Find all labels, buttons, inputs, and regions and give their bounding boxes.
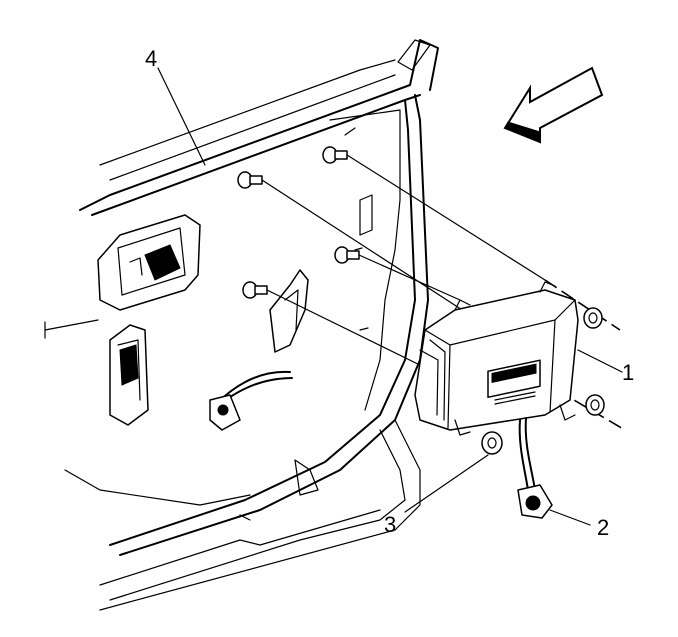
door-latch-housing: [44, 214, 201, 426]
direction-arrow-icon: [503, 66, 604, 144]
nut-item-3: [481, 431, 503, 455]
bolt-lower: [242, 281, 268, 299]
callout-4: 4: [145, 46, 157, 71]
bolt-upper-2: [237, 171, 263, 189]
callout-1: 1: [622, 360, 634, 385]
callout-2: 2: [597, 515, 609, 540]
bolt-upper-1: [322, 146, 348, 164]
callout-3: 3: [384, 512, 396, 537]
nut-upper-right: [583, 307, 603, 329]
leader-line-3: [404, 454, 489, 513]
leader-line-4: [157, 67, 206, 166]
leader-line-1: [577, 349, 623, 373]
bolts-and-alignment: [237, 146, 626, 431]
door-frame: [64, 39, 439, 611]
mounting-bracket: [269, 269, 309, 353]
wire-harness-left: [209, 370, 293, 431]
nut-lower-right: [585, 394, 605, 416]
module-harness-connector: [517, 417, 553, 519]
leader-line-2: [549, 509, 591, 526]
door-module: [414, 281, 579, 436]
